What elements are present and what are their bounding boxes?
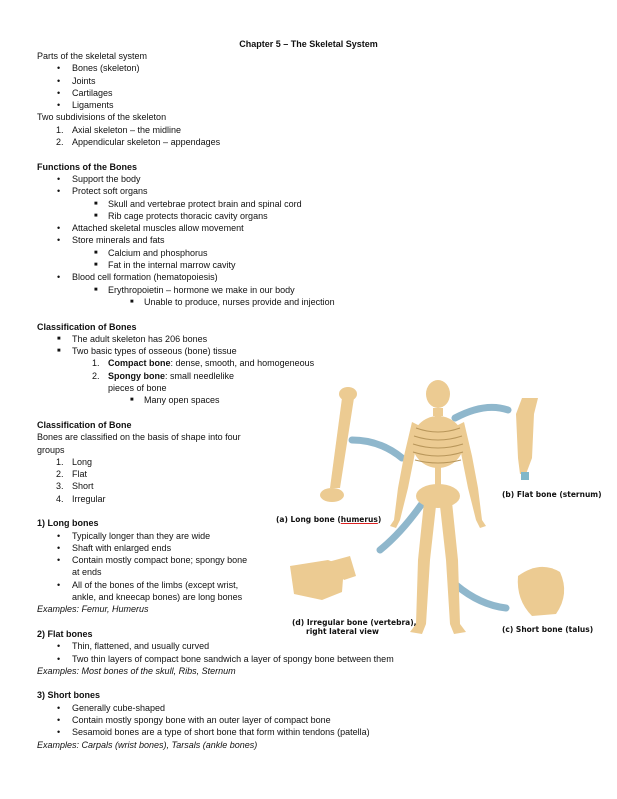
- list-item: 2.Spongy bone: small needlelike: [92, 370, 235, 381]
- list-item: •Ligaments: [57, 100, 114, 111]
- list-item: •Support the body: [57, 173, 141, 184]
- arrow-to-long-bone: [348, 436, 406, 462]
- square-bullet-icon: ■: [94, 212, 98, 219]
- list-item: •Cartilages: [57, 87, 113, 98]
- list-item: 1.Axial skeleton – the midline: [56, 124, 182, 135]
- bullet-icon: •: [57, 272, 61, 283]
- list-item: ■The adult skeleton has 206 bones: [57, 333, 208, 344]
- flat-bones-heading: 2) Flat bones: [37, 628, 93, 639]
- list-item: •Blood cell formation (hematopoiesis): [57, 272, 218, 283]
- list-item: •Attached skeletal muscles allow movemen…: [57, 223, 244, 234]
- rib-lines: [412, 427, 464, 464]
- list-item: •Bones (skeleton): [57, 63, 140, 74]
- list-item: ■Calcium and phosphorus: [94, 247, 208, 258]
- list-item: ■Skull and vertebrae protect brain and s…: [94, 198, 302, 209]
- list-item: •Sesamoid bones are a type of short bone…: [57, 727, 370, 738]
- classification-heading: Classification of Bones: [37, 321, 137, 332]
- functions-heading: Functions of the Bones: [37, 161, 137, 172]
- bullet-icon: •: [57, 186, 61, 197]
- caption-irregular-bone-line2: right lateral view: [306, 627, 379, 636]
- list-item-continuation: pieces of bone: [108, 383, 167, 394]
- list-item: ■Unable to produce, nurses provide and i…: [130, 296, 335, 307]
- list-item: ■Two basic types of osseous (bone) tissu…: [57, 346, 237, 357]
- list-item: 1.Compact bone: dense, smooth, and homog…: [92, 358, 315, 369]
- square-bullet-icon: ■: [94, 262, 98, 269]
- bullet-icon: •: [57, 235, 61, 246]
- square-bullet-icon: ■: [57, 335, 61, 342]
- list-item: •Contain mostly spongy bone with an oute…: [57, 715, 331, 726]
- list-item: 2.Flat: [56, 469, 88, 480]
- bullet-icon: •: [57, 715, 61, 726]
- classification2-heading: Classification of Bone: [37, 419, 132, 430]
- bullet-icon: •: [57, 641, 61, 652]
- bullet-icon: •: [57, 555, 61, 566]
- list-item: •Joints: [57, 75, 96, 86]
- skeleton-figure: (a) Long bone (humerus) (b) Flat bone (s…: [270, 380, 610, 660]
- caption-irregular-bone: (d) Irregular bone (vertebra),: [292, 618, 417, 627]
- bullet-icon: •: [57, 173, 61, 184]
- parts-heading: Parts of the skeletal system: [37, 51, 148, 61]
- paragraph-line: Bones are classified on the basis of sha…: [37, 432, 241, 443]
- examples-line: Examples: Most bones of the skull, Ribs,…: [37, 665, 236, 676]
- list-item: •Store minerals and fats: [57, 235, 165, 246]
- bullet-icon: •: [57, 100, 61, 111]
- square-bullet-icon: ■: [130, 397, 134, 404]
- humerus-bone: [320, 387, 357, 502]
- list-item: •Protect soft organs: [57, 186, 148, 197]
- bullet-icon: •: [57, 542, 61, 553]
- square-bullet-icon: ■: [130, 298, 134, 305]
- list-item: 3.Short: [56, 481, 94, 492]
- examples-line: Examples: Femur, Humerus: [37, 604, 149, 615]
- list-item: •All of the bones of the limbs (except w…: [57, 579, 239, 590]
- list-item-continuation: ankle, and kneecap bones) are long bones: [72, 592, 243, 603]
- list-item: ■Many open spaces: [130, 395, 220, 406]
- bullet-icon: •: [57, 223, 61, 234]
- list-item: ■Rib cage protects thoracic cavity organ…: [94, 210, 268, 221]
- bullet-icon: •: [57, 653, 61, 664]
- skeleton-illustration: [290, 380, 565, 634]
- arrow-to-flat-bone: [451, 403, 512, 422]
- list-item: ■Fat in the internal marrow cavity: [94, 260, 236, 271]
- page-title: Chapter 5 – The Skeletal System: [239, 39, 378, 49]
- bullet-icon: •: [57, 87, 61, 98]
- list-item: •Two thin layers of compact bone sandwic…: [57, 653, 394, 664]
- list-item: •Generally cube-shaped: [57, 702, 166, 713]
- caption-short-bone: (c) Short bone (talus): [502, 625, 594, 634]
- vertebra-bone: [290, 556, 356, 600]
- long-bones-heading: 1) Long bones: [37, 518, 99, 529]
- list-item: •Thin, flattened, and usually curved: [57, 641, 210, 652]
- list-item: 1.Long: [56, 456, 93, 467]
- list-item-continuation: at ends: [72, 567, 102, 578]
- subdivisions-heading: Two subdivisions of the skeleton: [37, 112, 167, 123]
- examples-line: Examples: Carpals (wrist bones), Tarsals…: [37, 739, 258, 750]
- square-bullet-icon: ■: [57, 348, 61, 355]
- talus-bone: [517, 566, 565, 616]
- list-item: 4.Irregular: [56, 493, 106, 504]
- bullet-icon: •: [57, 530, 61, 541]
- paragraph-line: groups: [37, 444, 65, 455]
- short-bones-heading: 3) Short bones: [37, 690, 101, 701]
- bullet-icon: •: [57, 63, 61, 74]
- list-item: •Contain mostly compact bone; spongy bon…: [57, 555, 248, 566]
- text-column: Parts of the skeletal system •Bones (ske…: [37, 50, 437, 751]
- square-bullet-icon: ■: [94, 200, 98, 207]
- list-item: •Shaft with enlarged ends: [57, 542, 172, 553]
- caption-flat-bone: (b) Flat bone (sternum): [502, 490, 602, 499]
- list-item: •Typically longer than they are wide: [57, 530, 211, 541]
- bullet-icon: •: [57, 75, 61, 86]
- list-item: 2.Appendicular skeleton – appendages: [56, 137, 221, 148]
- sternum-bone: [516, 398, 538, 480]
- square-bullet-icon: ■: [94, 286, 98, 293]
- list-item: ■Erythropoietin – hormone we make in our…: [94, 284, 295, 295]
- arrow-to-short-bone: [452, 581, 510, 612]
- bullet-icon: •: [57, 702, 61, 713]
- square-bullet-icon: ■: [94, 249, 98, 256]
- caption-long-bone: (a) Long bone (humerus): [276, 515, 382, 524]
- bullet-icon: •: [57, 579, 61, 590]
- bullet-icon: •: [57, 727, 61, 738]
